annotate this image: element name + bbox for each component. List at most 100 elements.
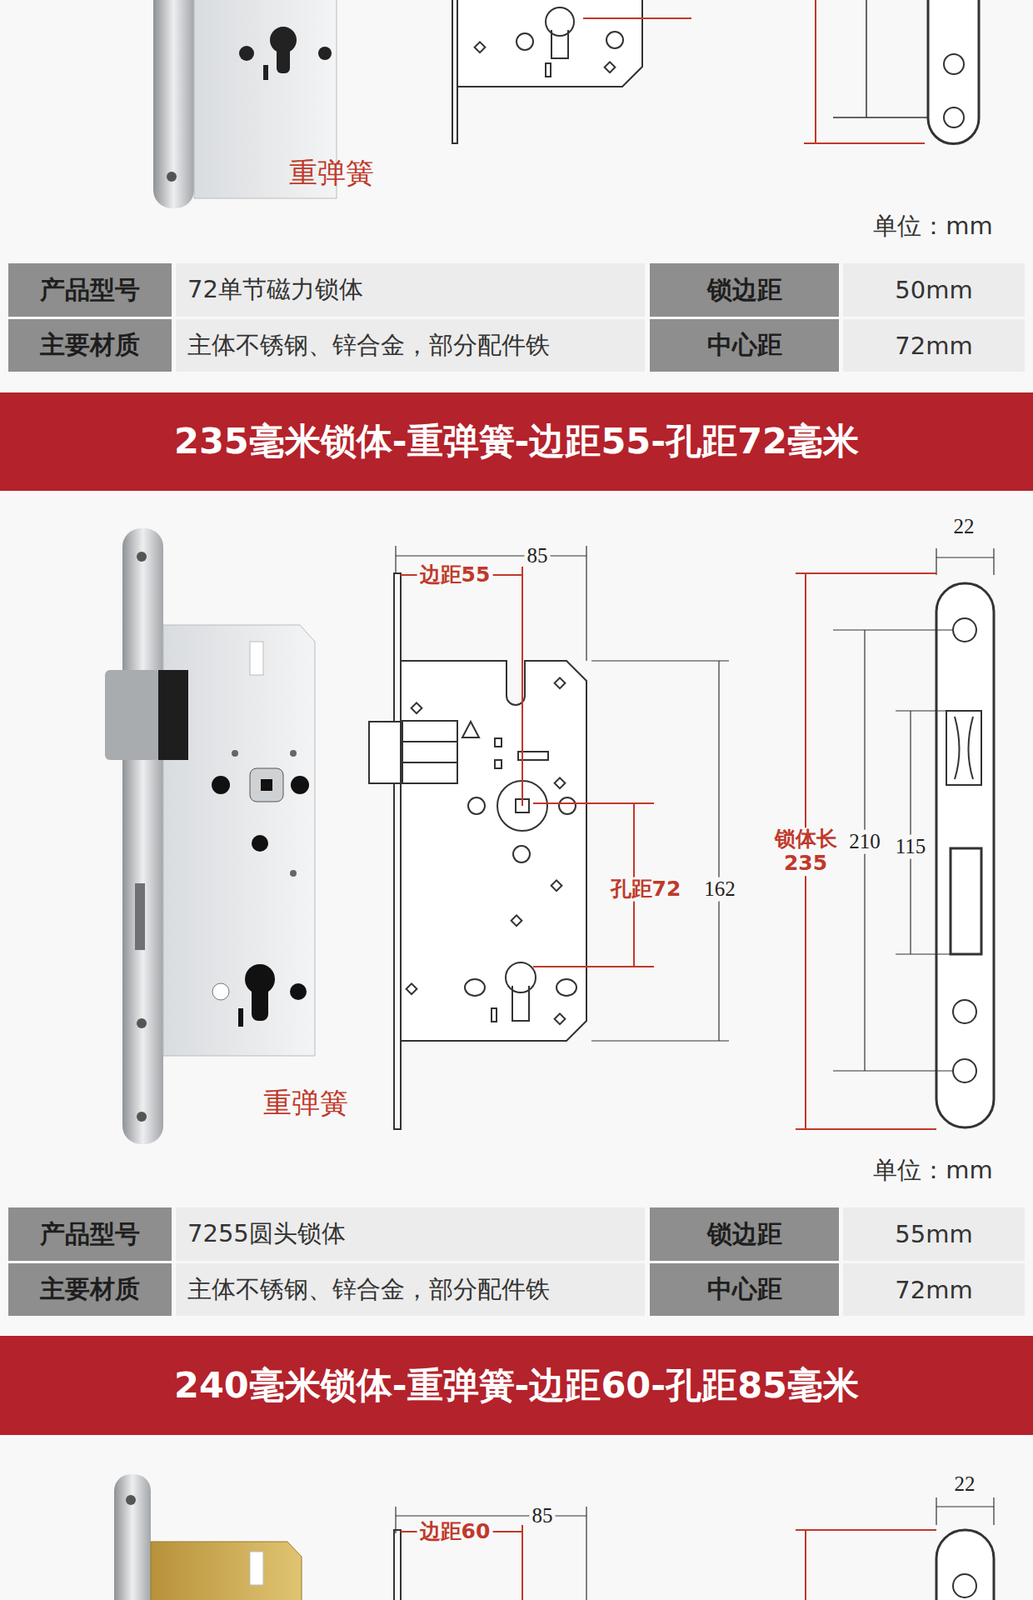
lock-drawing-235 [369, 545, 994, 1129]
lock-drawing-top-part [606, 31, 624, 49]
lock-photo-235-part [249, 768, 284, 802]
lock-drawing-240-part [795, 1528, 937, 1531]
unit-note: 单位：mm [873, 1156, 994, 1184]
lock-drawing-235-part [491, 1008, 497, 1022]
table-value: 72mm [894, 1275, 973, 1304]
lock-drawing-240-part [936, 1529, 994, 1600]
table-cell: 中心距 [649, 319, 839, 372]
lock-drawing-235-part [394, 545, 396, 574]
lock-drawing-235-part [936, 583, 994, 1128]
lock-drawing-top-part [833, 116, 942, 119]
lock-drawing-240-part [993, 1497, 994, 1525]
table-cell: 72mm [843, 1262, 1025, 1316]
lock-photo-235-part [289, 983, 307, 1000]
lock-drawing-235-part [411, 702, 423, 714]
lock-drawing-235-part [402, 761, 458, 764]
lock-photo-235-part [136, 1018, 147, 1029]
lock-drawing-235-part [462, 721, 480, 738]
table-value: 72单节磁力锁体 [187, 273, 364, 307]
lock-photo-240-part [249, 1551, 264, 1585]
lock-drawing-235-part [953, 1058, 977, 1083]
lock-drawing-235-part [993, 548, 994, 575]
lock-drawing-235-part [406, 983, 418, 994]
lock-photo-top-part [166, 171, 177, 182]
table-cell: 主要材质 [8, 319, 172, 372]
lock-drawing-235-part [950, 848, 982, 954]
lock-drawing-235-part [505, 962, 536, 993]
table-value: 55mm [894, 1219, 973, 1248]
lock-drawing-235-part [558, 797, 576, 814]
table-value: 主体不锈钢、锌合金，部分配件铁 [187, 1272, 550, 1307]
section-band: 235毫米锁体-重弹簧-边距55-孔距72毫米 [0, 392, 1033, 491]
dimension-number: 210 [846, 829, 884, 854]
unit-note: 单位：mm [873, 212, 994, 240]
table-value: 主体不锈钢、锌合金，部分配件铁 [187, 329, 550, 363]
lock-drawing-235-part [591, 1039, 729, 1041]
dimension-label: 边距60 [417, 1519, 494, 1544]
dimension-label: 边距55 [417, 563, 494, 588]
table-cell: 72mm [843, 319, 1025, 372]
lock-drawing-240-part [394, 1529, 401, 1600]
lock-drawing-235-part [402, 740, 458, 743]
dimension-number: 85 [529, 1503, 556, 1528]
lock-drawing-235-part [585, 545, 587, 661]
lock-drawing-235-part [468, 797, 485, 814]
dimension-number: 115 [893, 834, 929, 859]
lock-photo-235-part [251, 978, 269, 1021]
lock-photo-240 [114, 1473, 302, 1600]
lock-drawing-235-part [554, 1013, 566, 1024]
lock-drawing-top-part [545, 7, 574, 36]
lock-drawing-235-part [946, 710, 982, 785]
lock-drawing-235-part [895, 709, 947, 711]
lock-drawing-top-part [803, 142, 925, 145]
lock-drawing-235-part [400, 660, 587, 1041]
lock-drawing-235-part [833, 1069, 954, 1071]
lock-drawing-top-part [457, 0, 643, 87]
lock-drawing-235-part [464, 978, 485, 996]
lock-drawing-235-part [551, 879, 563, 891]
lock-photo-top-part [239, 45, 255, 61]
lock-drawing-235-part [512, 985, 529, 1021]
lock-photo-235-part [249, 641, 264, 675]
dimension-label: 锁体长 235 [768, 827, 844, 876]
table-cell: 主体不锈钢、锌合金，部分配件铁 [175, 319, 645, 372]
lock-drawing-235-part [513, 845, 530, 863]
table-value: 50mm [894, 275, 973, 305]
table-value: 7255圆头锁体 [187, 1217, 346, 1251]
table-header: 锁边距 [707, 1217, 783, 1252]
lock-photo-235-part [158, 669, 189, 760]
table-cell: 锁边距 [649, 1207, 839, 1261]
table-header: 锁边距 [707, 273, 783, 308]
table-cell: 产品型号 [8, 263, 172, 317]
dimension-number: 162 [701, 877, 739, 902]
lock-drawing-235-part [369, 721, 401, 784]
lock-drawing-235-part [953, 999, 977, 1024]
lock-photo-235-part [290, 775, 310, 794]
table-header: 产品型号 [39, 273, 140, 308]
lock-photo-235-part [289, 749, 297, 757]
spring-note: 重弹簧 [263, 1086, 349, 1119]
lock-drawing-top [452, 0, 979, 144]
lock-photo-top-part [153, 0, 195, 209]
lock-drawing-240-part [935, 1497, 937, 1525]
lock-drawing-240-part [585, 1506, 587, 1600]
lock-photo-235-part [104, 669, 160, 760]
lock-drawing-top-part [604, 61, 616, 73]
lock-drawing-235-part [533, 802, 654, 804]
lock-drawing-top-part [928, 0, 979, 144]
dimension-number: 22 [952, 1472, 979, 1497]
band-title: 235毫米锁体-重弹簧-边距55-孔距72毫米 [174, 417, 859, 466]
lock-photo-235-part [260, 778, 273, 791]
lock-drawing-top-part [814, 0, 817, 144]
table-cell: 锁边距 [649, 263, 839, 317]
table-cell: 7255圆头锁体 [175, 1207, 645, 1261]
table-header: 主要材质 [39, 328, 140, 363]
lock-drawing-top-part [583, 17, 692, 20]
lock-drawing-top-part [865, 0, 868, 118]
lock-drawing-235-part [718, 660, 719, 1041]
table-cell: 主体不锈钢、锌合金，部分配件铁 [175, 1262, 645, 1316]
lock-drawing-235-part [953, 618, 977, 642]
lock-drawing-235-part [556, 978, 577, 996]
lock-photo-235-part [212, 983, 230, 1000]
lock-drawing-235-part [795, 572, 937, 574]
